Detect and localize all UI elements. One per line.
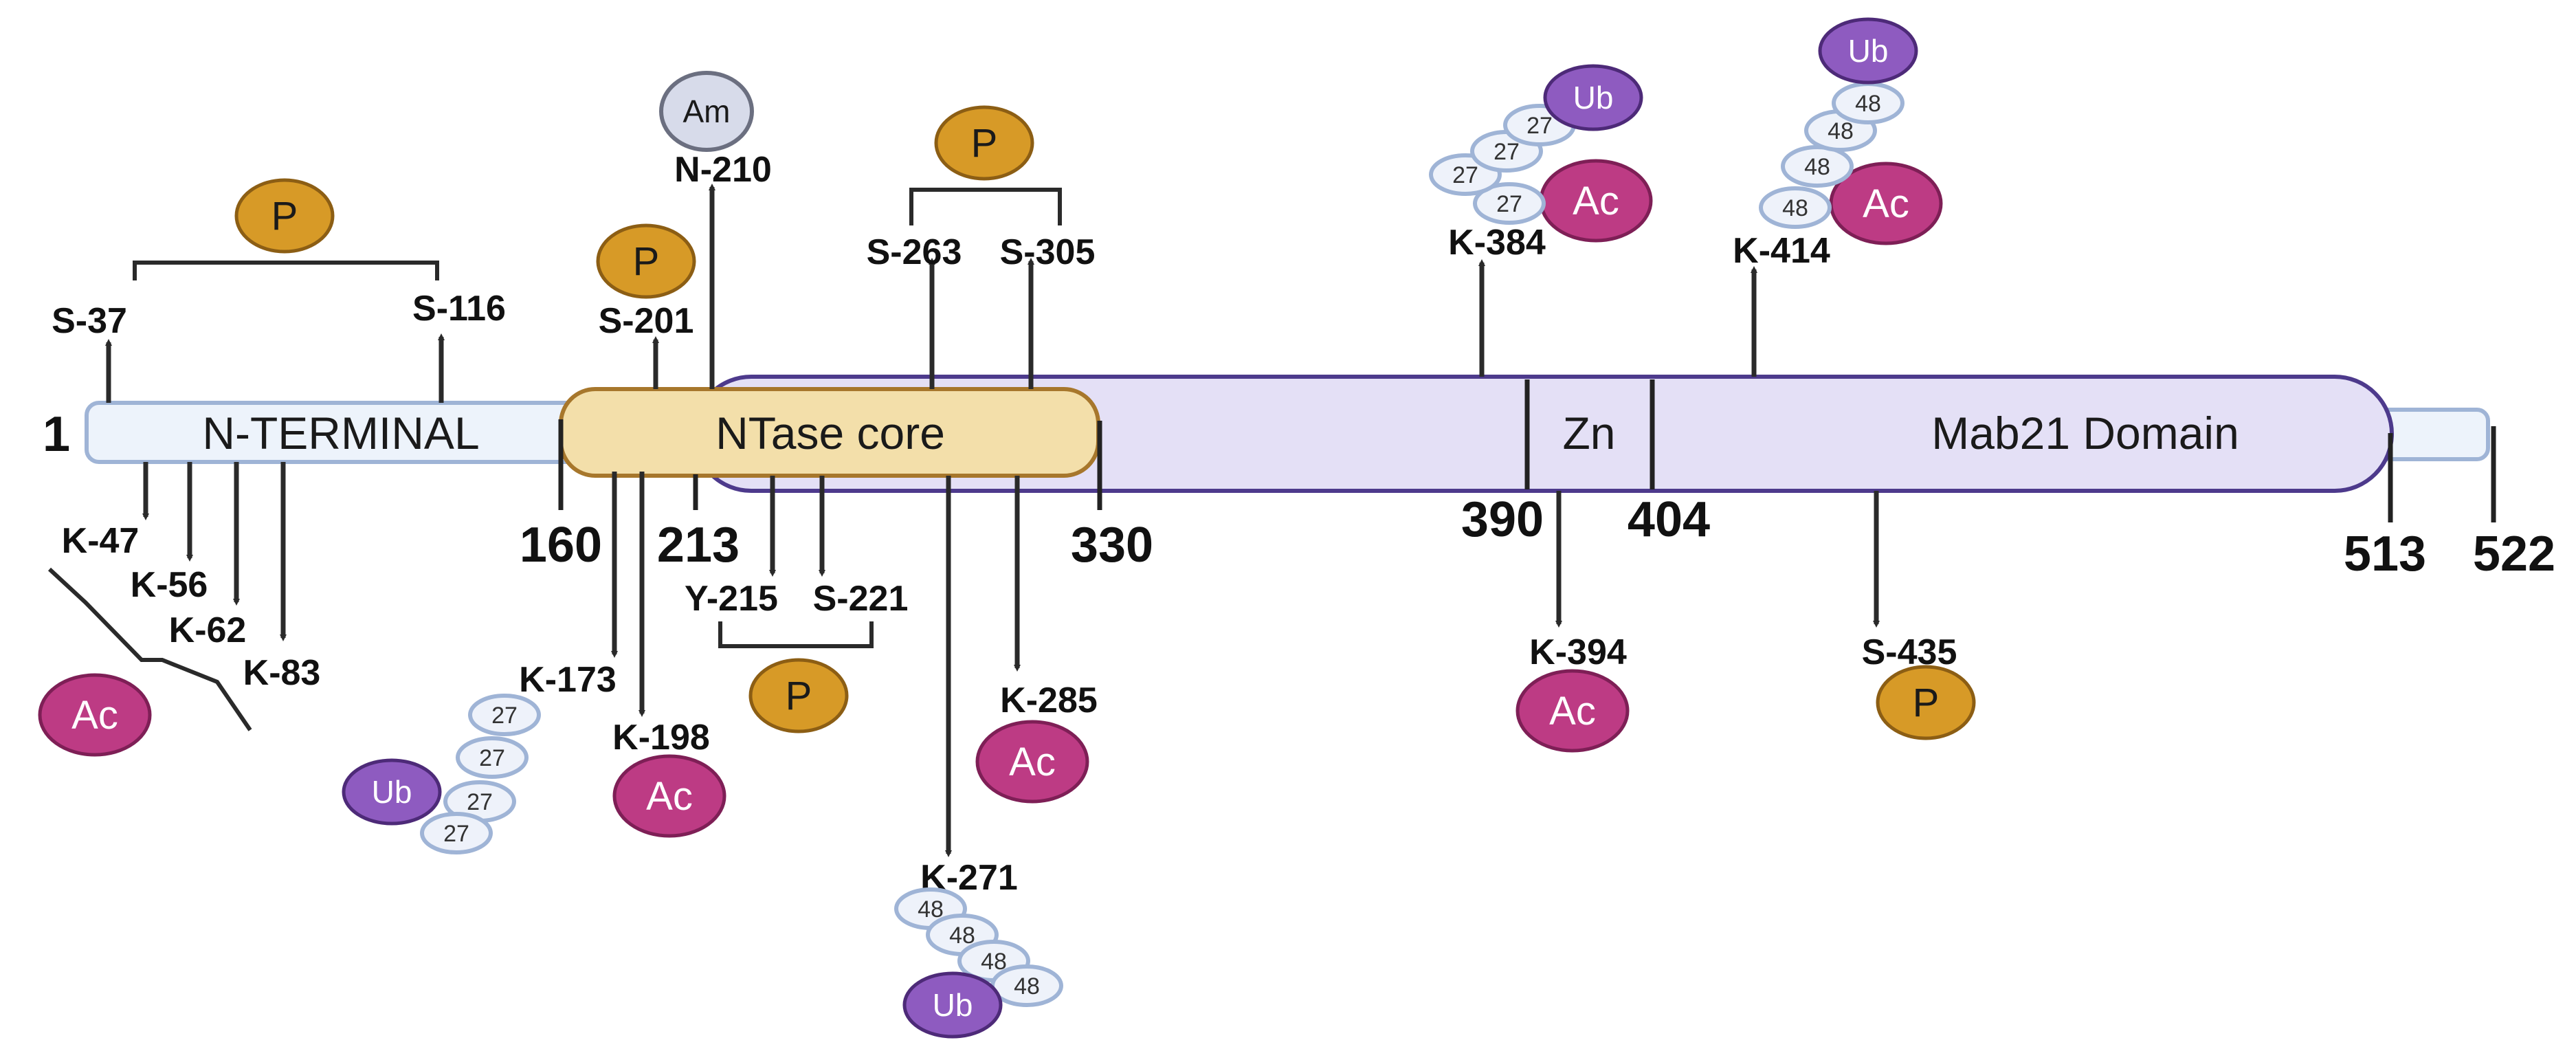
position-404: 404 (1628, 492, 1710, 547)
svg-text:Ub: Ub (1848, 33, 1889, 69)
svg-text:Am: Am (683, 93, 731, 129)
svg-text:P: P (271, 194, 298, 239)
domain-label-zn: Zn (1562, 408, 1615, 459)
svg-text:27: 27 (1494, 139, 1520, 165)
position-522: 522 (2473, 527, 2555, 582)
ubiquitin-chain-k384: 27 27 27 27 Ub (1429, 64, 1643, 225)
svg-text:27: 27 (467, 789, 493, 815)
svg-text:Ub: Ub (933, 987, 973, 1023)
amidation-badge-n210: Am (659, 71, 754, 152)
svg-text:P: P (971, 121, 998, 166)
svg-text:27: 27 (1452, 162, 1478, 188)
phospho-badge-y215-s221: P (748, 658, 849, 733)
ubiquitin-badge-k173: Ub (342, 758, 442, 826)
ubiquitin-chain-k173: 27 27 27 27 Ub (342, 694, 541, 854)
ubiquitin-badge-k384: Ub (1543, 64, 1643, 131)
ubiquitin-chain-k271: 48 48 48 48 Ub (894, 887, 1063, 1039)
site-label-k56: K-56 (131, 565, 208, 605)
svg-text:Ub: Ub (372, 774, 412, 810)
svg-text:Ac: Ac (1549, 689, 1596, 733)
site-label-s305: S-305 (1000, 232, 1096, 272)
site-label-s116: S-116 (412, 289, 506, 329)
svg-text:27: 27 (1526, 113, 1553, 139)
svg-text:P: P (633, 239, 660, 284)
bracket-s37-s116 (133, 261, 439, 280)
svg-text:48: 48 (1855, 91, 1881, 117)
domain-label-nterminal: N-TERMINAL (202, 408, 479, 459)
phospho-badge-s263-s305: P (934, 105, 1034, 181)
site-label-k198: K-198 (612, 718, 710, 758)
protein-bar: N-TERMINAL NTase core Zn Mab21 Domain (85, 375, 2490, 493)
domain-label-ntase-core: NTase core (715, 408, 945, 459)
site-label-s221: S-221 (813, 579, 909, 619)
position-330: 330 (1071, 518, 1153, 573)
phospho-badge-s37-s116: P (234, 178, 335, 254)
svg-text:48: 48 (1782, 195, 1808, 221)
svg-text:27: 27 (1496, 191, 1522, 217)
acetyl-badge-k285: Ac (975, 720, 1089, 804)
svg-text:27: 27 (443, 821, 469, 847)
bracket-s263-s305 (909, 188, 1062, 225)
bracket-k47-k83 (47, 567, 252, 731)
svg-text:Ac: Ac (1009, 740, 1056, 784)
svg-text:48: 48 (1804, 154, 1830, 180)
ubiquitin-badge-k271: Ub (902, 971, 1003, 1039)
svg-text:Ac: Ac (71, 693, 118, 738)
phospho-badge-s201: P (596, 223, 696, 299)
acetyl-badge-k47-k83: Ac (38, 673, 152, 757)
site-labels: S-37 S-116 S-201 N-210 S-263 S-305 K-384… (52, 150, 1957, 898)
domain-label-mab21: Mab21 Domain (1931, 408, 2239, 459)
svg-text:Ac: Ac (1863, 181, 1909, 226)
ubiquitin-chain-k414: 48 48 48 48 Ub (1759, 17, 1918, 229)
site-brackets (47, 188, 1062, 731)
position-1: 1 (43, 407, 70, 462)
site-label-y215: Y-215 (685, 579, 778, 619)
site-label-s435: S-435 (1862, 632, 1957, 672)
svg-text:48: 48 (1014, 973, 1040, 1000)
site-label-k394: K-394 (1529, 632, 1627, 672)
ubiquitin-badge-k414: Ub (1818, 17, 1918, 85)
phospho-badges: P P P P P (234, 105, 1976, 740)
site-label-k285: K-285 (1000, 681, 1098, 720)
svg-text:Ac: Ac (646, 774, 693, 819)
site-label-k83: K-83 (243, 653, 321, 693)
site-label-s37: S-37 (52, 301, 127, 341)
site-label-s201: S-201 (599, 301, 694, 341)
svg-text:27: 27 (479, 745, 505, 771)
site-label-k384: K-384 (1448, 223, 1546, 263)
site-arrows (105, 184, 1880, 857)
svg-text:P: P (1913, 681, 1940, 725)
site-label-k47: K-47 (62, 521, 140, 561)
svg-text:48: 48 (918, 896, 944, 923)
site-label-k414: K-414 (1733, 231, 1830, 271)
position-ticks (558, 419, 2496, 522)
position-160: 160 (520, 518, 602, 573)
svg-text:P: P (786, 674, 812, 718)
phospho-badge-s435: P (1876, 665, 1976, 740)
site-label-s263: S-263 (867, 232, 962, 272)
svg-text:48: 48 (1828, 118, 1854, 144)
acetyl-badge-k198: Ac (612, 754, 726, 838)
acetyl-badges: Ac Ac Ac Ac Ac Ac (38, 159, 1943, 838)
site-label-n210: N-210 (674, 150, 772, 190)
position-213: 213 (657, 518, 740, 573)
svg-text:Ac: Ac (1573, 179, 1619, 223)
position-513: 513 (2344, 527, 2426, 582)
acetyl-badge-k394: Ac (1515, 669, 1630, 753)
site-label-k173: K-173 (519, 660, 617, 700)
position-390: 390 (1461, 492, 1544, 547)
svg-text:Ub: Ub (1573, 80, 1614, 115)
svg-text:27: 27 (491, 703, 518, 729)
site-label-k62: K-62 (169, 610, 247, 650)
bracket-y215-s221 (718, 621, 874, 648)
acetyl-badge-k384: Ac (1539, 159, 1653, 243)
position-numbers: 1 160 213 330 390 404 513 522 (43, 407, 2555, 582)
svg-text:48: 48 (949, 923, 975, 949)
